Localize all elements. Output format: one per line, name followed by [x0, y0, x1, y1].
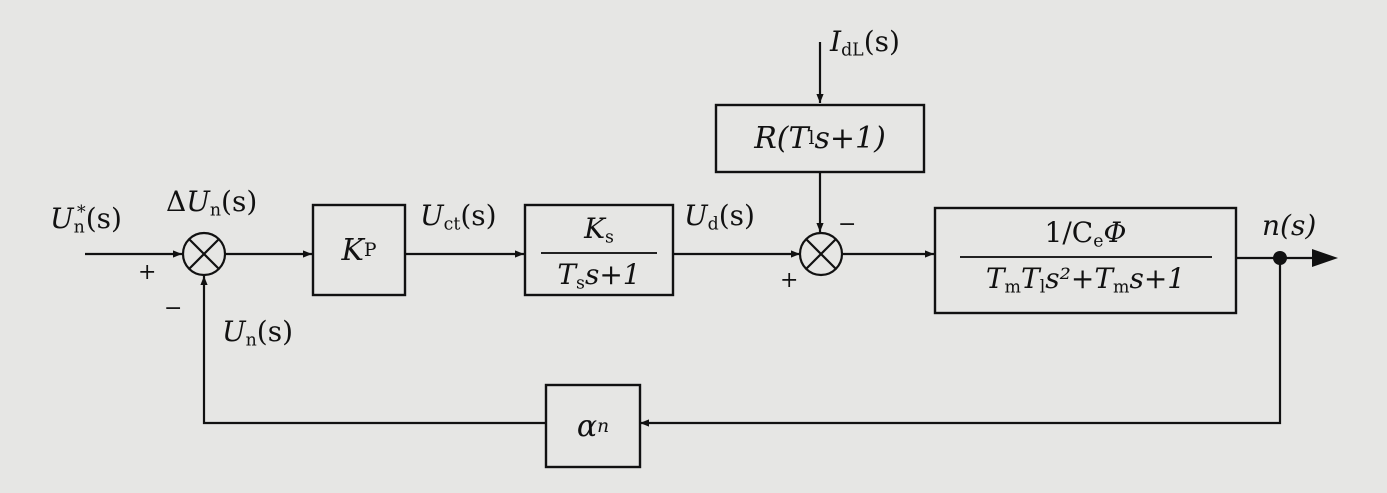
converter-out-label: Ud(s) — [684, 199, 755, 235]
output-arrow — [1312, 249, 1338, 267]
feedback-label: Un(s) — [222, 315, 294, 351]
converter-block — [523, 203, 675, 297]
disturbance-label: IdL(s) — [830, 25, 900, 61]
controller-block — [311, 203, 407, 297]
sum2-minus-sign: − — [838, 212, 857, 237]
takeoff-point — [1273, 251, 1287, 265]
motor-transfer-function: 1/CeΦ TmTls²+Tms+1 — [935, 216, 1236, 298]
feedback-block — [544, 383, 642, 469]
feedback-path-left — [200, 276, 546, 425]
ref-input-label: Un*(s) — [50, 202, 122, 238]
converter-transfer-function: Ks Tss+1 — [525, 212, 673, 294]
summing-junction-2 — [798, 231, 844, 277]
sum2-plus-sign: + — [780, 268, 799, 293]
error-label: ΔUn(s) — [166, 185, 258, 221]
output-label: n(s) — [1262, 209, 1317, 242]
control-label: Uct(s) — [420, 199, 497, 235]
feedback-path-right — [640, 258, 1282, 427]
disturbance-block — [714, 103, 926, 174]
sum1-minus-sign: − — [164, 296, 183, 321]
motor-block — [933, 206, 1238, 315]
summing-junction-1 — [181, 231, 227, 277]
sum1-plus-sign: + — [138, 260, 157, 285]
